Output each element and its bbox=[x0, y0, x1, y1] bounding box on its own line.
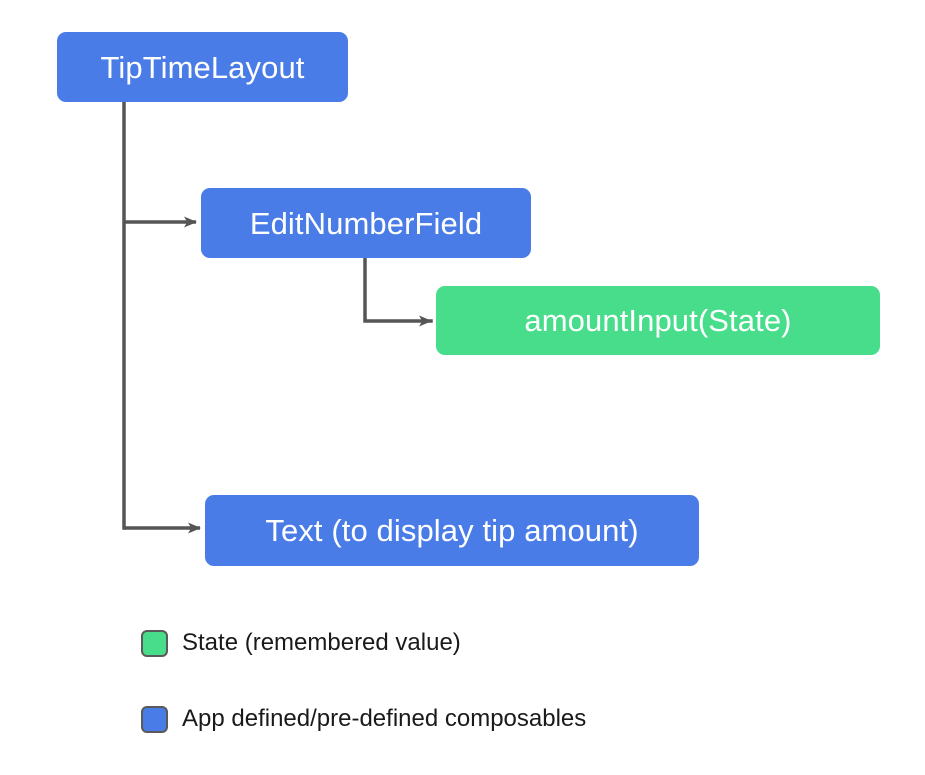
node-editnumberfield-label: EditNumberField bbox=[249, 205, 483, 241]
node-amountinput-label: amountInput(State) bbox=[524, 303, 792, 338]
legend-swatch-composables-icon bbox=[141, 705, 168, 733]
node-amountinput-state[interactable]: amountInput(State) bbox=[436, 286, 880, 355]
legend-swatch-state-icon bbox=[141, 629, 168, 657]
legend-label-composables: App defined/pre-defined composables bbox=[182, 705, 587, 732]
edge-editnumberfield-to-amountinput bbox=[363, 256, 433, 327]
node-tiptimelayout-label: TipTimeLayout bbox=[100, 49, 305, 85]
legend-item-composables: App defined/pre-defined composables bbox=[141, 701, 586, 737]
legend-item-state: State (remembered value) bbox=[141, 625, 586, 661]
legend: State (remembered value) App defined/pre… bbox=[141, 625, 586, 737]
node-editnumberfield[interactable]: EditNumberField bbox=[201, 188, 531, 258]
node-text-tip-amount[interactable]: Text (to display tip amount) bbox=[205, 495, 699, 566]
node-tiptimelayout[interactable]: TipTimeLayout bbox=[57, 32, 348, 102]
node-text-label: Text (to display tip amount) bbox=[265, 513, 639, 548]
legend-label-state: State (remembered value) bbox=[182, 629, 461, 656]
